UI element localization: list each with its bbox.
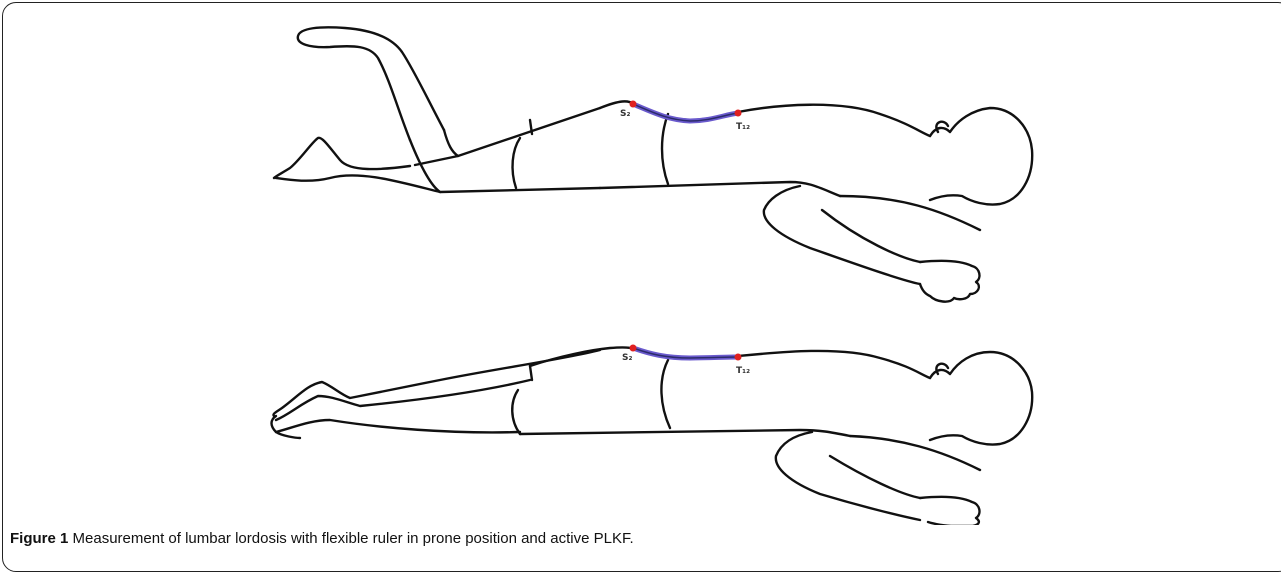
forearm-outline	[822, 210, 920, 262]
bottom-waist-line	[661, 360, 670, 428]
bottom-leg-middle-outline	[276, 380, 530, 420]
bottom-t12-landmark-dot	[735, 354, 742, 361]
extended-leg-upper-outline	[274, 138, 410, 178]
bottom-s2-landmark-dot	[630, 345, 637, 352]
bottom-forearm-outline	[830, 456, 920, 498]
shin-line	[415, 156, 458, 165]
prone-knee-flexion-figure: S₂ T₁₂	[274, 27, 1032, 301]
figure-caption-text: Measurement of lumbar lordosis with flex…	[73, 530, 634, 547]
s2-label: S₂	[620, 109, 630, 119]
figure-illustration: S₂ T₁₂ S₂ T₁₂	[0, 0, 1281, 525]
extended-leg-outline	[276, 175, 440, 192]
figure-caption: Figure 1 Measurement of lumbar lordosis …	[10, 530, 634, 547]
waist-line	[662, 114, 668, 184]
bottom-arm-outline	[776, 432, 920, 520]
bottom-shoulder-outline	[850, 436, 980, 470]
bottom-shorts-hem-line	[530, 366, 532, 380]
thigh-lower-outline	[410, 140, 600, 192]
bottom-s2-label: S₂	[622, 353, 632, 363]
figure-label: Figure 1	[10, 530, 68, 547]
s2-landmark-dot	[630, 101, 637, 108]
flexible-ruler	[633, 104, 738, 121]
t12-landmark-dot	[735, 110, 742, 117]
back-contour	[600, 101, 930, 136]
t12-label: T₁₂	[736, 122, 750, 132]
raised-foot-outline	[298, 27, 444, 140]
shorts-seam-line	[513, 138, 520, 188]
bottom-hand-outline	[920, 497, 979, 525]
ventral-contour	[600, 182, 840, 196]
bottom-shorts-seam-line	[512, 390, 520, 434]
hand-outline	[920, 261, 979, 302]
thigh-outline	[444, 108, 600, 156]
prone-extended-figure: S₂ T₁₂	[272, 345, 1033, 526]
bottom-t12-label: T₁₂	[736, 366, 750, 376]
shoulder-outline	[840, 196, 980, 230]
bottom-leg-lower-outline	[276, 420, 520, 432]
